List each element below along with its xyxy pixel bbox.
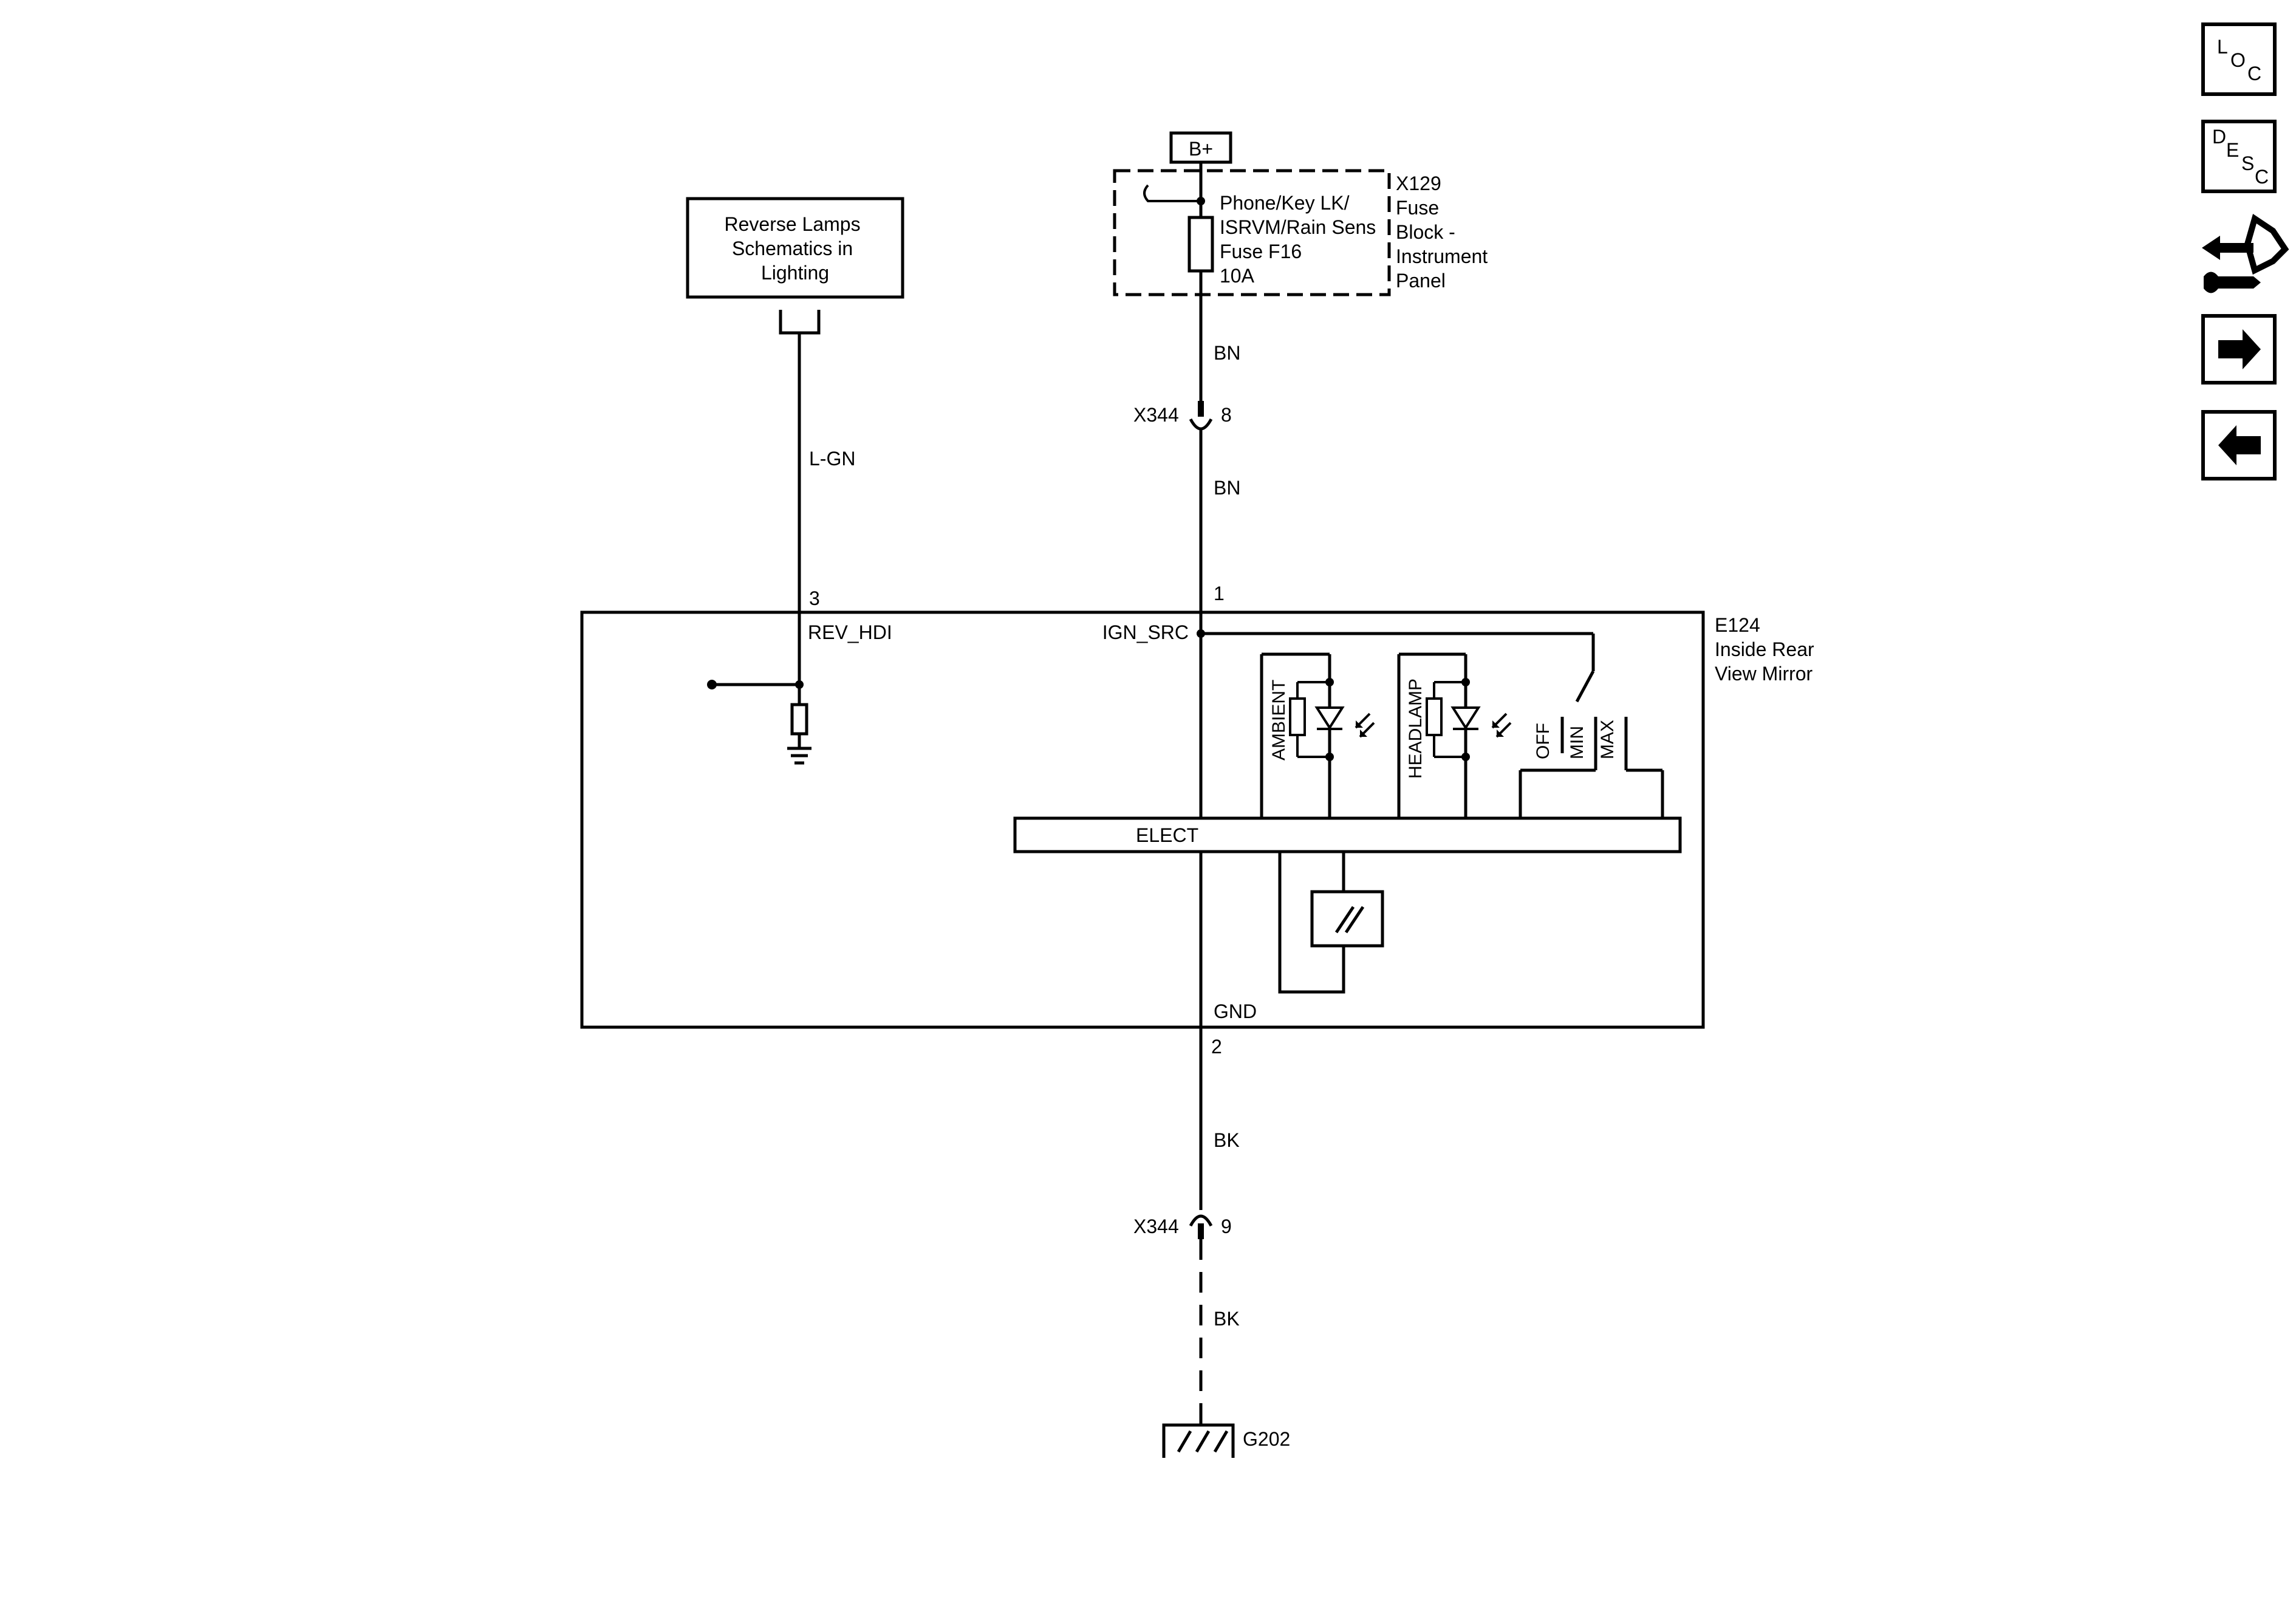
svg-text:E124 Inside Rear V: E124 Inside Rear View Mirror xyxy=(1715,614,1820,685)
wire-color-bk-upper: BK xyxy=(1214,1129,1240,1151)
wire-color-bk-lower: BK xyxy=(1214,1308,1240,1330)
pin-1: 1 xyxy=(1214,583,1225,604)
connector-repair-icon[interactable] xyxy=(2202,214,2289,293)
ambient-label: AMBIENT xyxy=(1269,680,1289,761)
ambient-light-sensor: AMBIENT xyxy=(1260,652,1375,818)
battery-supply: B+ xyxy=(1169,131,1232,164)
switch-max-label: MAX xyxy=(1597,720,1618,759)
electronics-block xyxy=(1013,816,1682,853)
svg-text:X344: X344 xyxy=(1133,404,1179,426)
wire-color-bn-upper: BN xyxy=(1214,342,1240,364)
reverse-lamps-reference[interactable]: Reverse Lamps Schematics in Lighting xyxy=(686,197,904,299)
description-button[interactable]: D E S C xyxy=(2201,120,2277,193)
inside-rear-view-mirror-module: E124 Inside Rear View Mirror 3 1 REV_HDI… xyxy=(580,583,1820,1058)
svg-text:L: L xyxy=(2217,36,2228,58)
svg-text:S: S xyxy=(2241,152,2254,174)
gnd-label: GND xyxy=(1214,1000,1257,1022)
headlamp-label: HEADLAMP xyxy=(1406,679,1426,779)
battery-label: B+ xyxy=(1189,138,1213,160)
svg-text:C: C xyxy=(2247,63,2261,84)
svg-text:Reverse Lamps Schematics: Reverse Lamps Schematics in Lighting xyxy=(725,213,866,284)
ground-g202: G202 xyxy=(1162,1423,1290,1458)
previous-page-arrow-icon[interactable] xyxy=(2201,410,2277,480)
fuse-block: Phone/Key LK/ ISRVM/Rain Sens Fuse F16 1… xyxy=(1113,169,1493,296)
pin-3: 3 xyxy=(809,587,820,609)
headlamp-sensor: HEADLAMP xyxy=(1397,652,1512,818)
ign-src-label: IGN_SRC xyxy=(1102,621,1189,643)
electrochromic-element xyxy=(1278,852,1384,994)
fuse-f16-symbol xyxy=(1187,216,1214,273)
connector-x344-pin8: X344 8 xyxy=(1133,401,1232,431)
svg-text:C: C xyxy=(2255,166,2269,188)
svg-text:E: E xyxy=(2226,139,2239,161)
svg-text:G202: G202 xyxy=(1243,1428,1290,1450)
connector-x344-pin9: X344 9 xyxy=(1133,1214,1232,1239)
svg-text:O: O xyxy=(2230,49,2246,71)
next-page-arrow-icon[interactable] xyxy=(2201,314,2277,385)
pin-2: 2 xyxy=(1211,1036,1222,1058)
elect-label: ELECT xyxy=(1136,824,1198,846)
rev-hdi-label: REV_HDI xyxy=(808,621,892,643)
svg-text:D: D xyxy=(2212,126,2226,148)
svg-text:9: 9 xyxy=(1221,1215,1232,1237)
switch-min-label: MIN xyxy=(1567,726,1587,759)
mirror-mode-switch: OFF MIN MAX xyxy=(1519,717,1664,818)
fuse-block-label: X129 Fuse Block - Instrument Panel xyxy=(1396,173,1493,292)
fuse-name: Phone/Key LK/ ISRVM/Rain Sens Fuse F16 1… xyxy=(1220,192,1381,287)
wire-color-bn-lower: BN xyxy=(1214,477,1240,499)
pulldown-resistor xyxy=(790,703,808,736)
svg-text:8: 8 xyxy=(1221,404,1232,426)
svg-text:X344: X344 xyxy=(1133,1215,1179,1237)
wire-color-lgn: L-GN xyxy=(809,448,855,470)
location-button[interactable]: L O C xyxy=(2201,22,2277,96)
switch-off-label: OFF xyxy=(1533,723,1553,759)
